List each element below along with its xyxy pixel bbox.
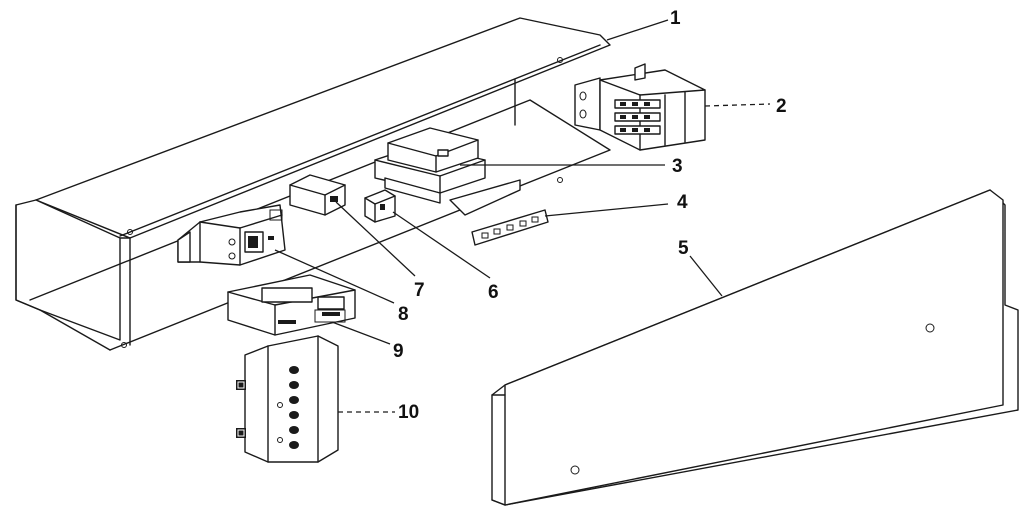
callout-5: 5	[678, 238, 689, 259]
part-2-terminal-block	[574, 63, 706, 151]
part-2-terminal-rows	[614, 99, 661, 135]
part-7-capacitor	[289, 174, 346, 216]
part-10-heating-element	[236, 335, 339, 463]
callout-6: 6	[488, 282, 499, 303]
leader-8	[274, 249, 395, 304]
part-4-fuse-strip	[471, 209, 549, 246]
callout-10: 10	[398, 402, 419, 423]
leader-9	[331, 321, 391, 345]
callout-9: 9	[393, 341, 404, 362]
leader-6	[392, 211, 491, 279]
leader-4	[544, 203, 669, 217]
leader-7	[335, 201, 416, 277]
callout-4: 4	[677, 192, 688, 213]
callout-2: 2	[776, 96, 787, 117]
part-8-control-box	[177, 204, 286, 266]
leader-lines	[274, 19, 771, 413]
part-5-front-panel	[491, 189, 1019, 506]
callout-1: 1	[670, 8, 681, 29]
leader-5	[689, 255, 723, 297]
part-1-housing	[15, 17, 611, 351]
part-3-transformer	[374, 127, 486, 204]
leader-2	[704, 103, 771, 107]
callout-8: 8	[398, 304, 409, 325]
callout-7: 7	[414, 280, 425, 301]
part-6-relay	[364, 189, 396, 223]
leader-1	[606, 19, 669, 41]
part-9-contactor	[227, 274, 356, 336]
callout-3: 3	[672, 156, 683, 177]
callout-labels: 1 2 3 4 5 6 7 8 9 10	[393, 8, 787, 423]
part-10-terminals	[277, 366, 299, 449]
